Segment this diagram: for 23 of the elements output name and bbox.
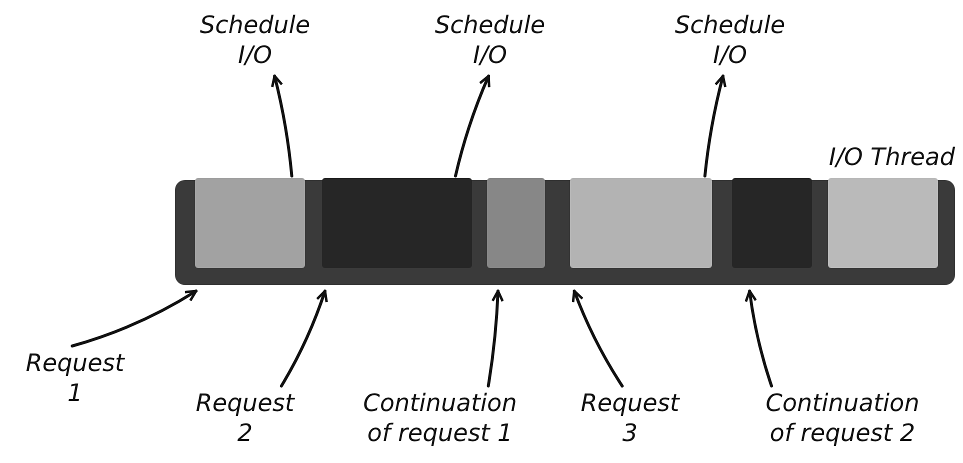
request-label: Request 3 xyxy=(580,388,681,448)
task-block xyxy=(487,178,545,268)
arrow xyxy=(744,290,774,388)
schedule-label: Schedule I/O xyxy=(198,10,312,70)
arrow xyxy=(486,290,504,388)
arrow xyxy=(572,290,624,388)
task-block xyxy=(195,178,305,268)
continuation-label: Continuation of request 1 xyxy=(362,388,518,448)
request-label: Request 2 xyxy=(194,388,296,448)
task-block xyxy=(570,178,712,268)
task-block xyxy=(322,178,472,268)
task-block xyxy=(732,178,812,268)
schedule-label: Schedule I/O xyxy=(674,10,786,70)
arrow xyxy=(454,74,490,178)
task-block xyxy=(828,178,938,268)
arrow xyxy=(280,290,328,388)
arrow xyxy=(703,74,727,178)
continuation-label: Continuation of request 2 xyxy=(764,388,920,448)
arrow xyxy=(270,74,294,178)
thread-title: I/O Thread xyxy=(828,142,955,172)
request-label: Request 1 xyxy=(24,348,126,408)
schedule-label: Schedule I/O xyxy=(434,10,546,70)
arrow xyxy=(70,290,198,348)
